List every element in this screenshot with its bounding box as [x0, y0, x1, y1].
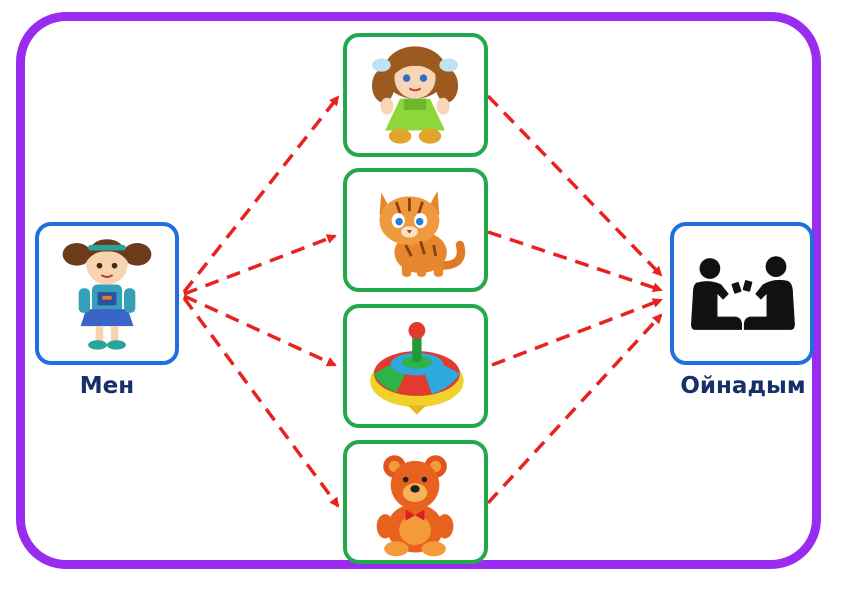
toy-card-cat [343, 168, 488, 292]
arrow-me-to-bear [182, 296, 340, 508]
teddy-bear-icon [376, 455, 454, 557]
arrow-me-to-cat [183, 234, 337, 296]
toy-card-bear [343, 440, 488, 564]
arrow-bear-to-play [486, 313, 663, 505]
arrow-me-to-doll [182, 95, 340, 294]
me-label: Мен [79, 373, 135, 399]
toy-card-top [343, 304, 488, 428]
played-label: Ойнадым [680, 373, 806, 399]
arrow-me-to-top [183, 294, 337, 367]
arrow-cat-to-play [487, 230, 663, 293]
girl-icon [62, 239, 152, 350]
spinning-top-icon [370, 322, 464, 415]
toy-card-doll [343, 33, 488, 157]
cat-icon [379, 190, 466, 277]
doll-icon [372, 46, 459, 144]
outer-frame [16, 12, 821, 569]
arrow-top-to-play [491, 298, 663, 367]
children-playing-icon [691, 256, 795, 330]
arrow-doll-to-play [486, 94, 663, 277]
played-card [670, 222, 814, 365]
me-card [35, 222, 179, 365]
